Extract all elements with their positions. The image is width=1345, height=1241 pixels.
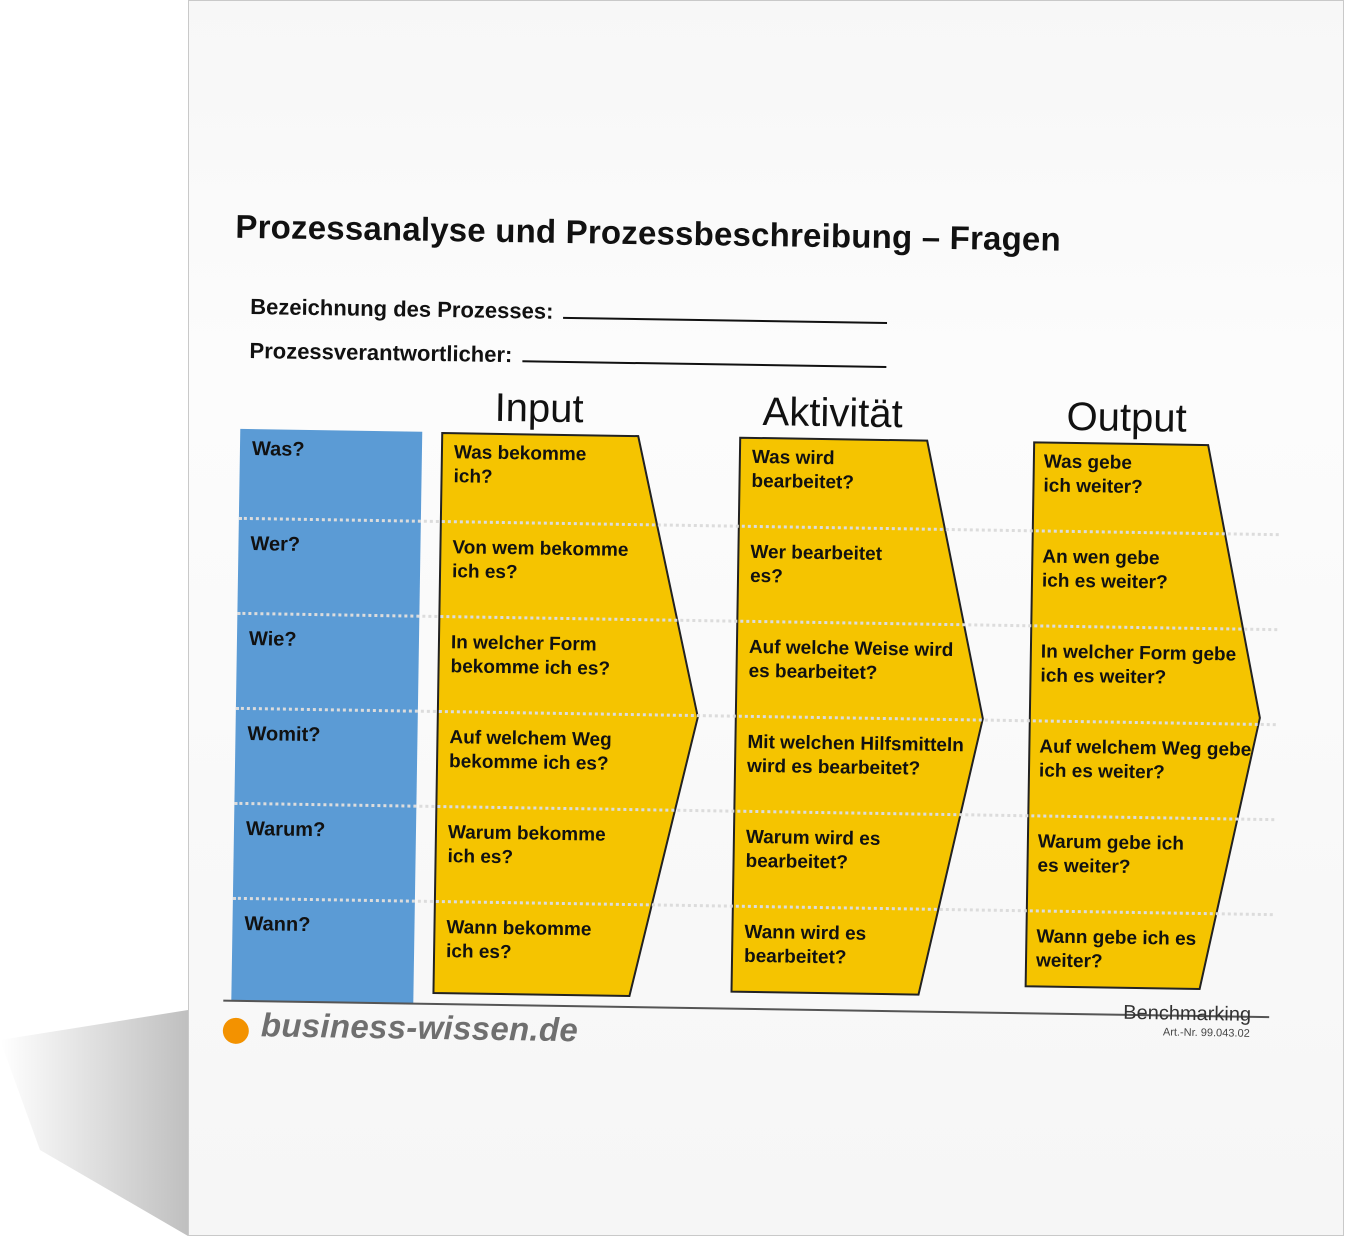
output-cell: In welcher Form gebe ich es weiter? — [1040, 641, 1237, 689]
output-cell: Warum gebe ich es weiter? — [1037, 831, 1185, 878]
document-sheet: Prozessanalyse und Prozessbeschreibung –… — [188, 0, 1344, 1236]
activity-cell: Warum wird es bearbeitet? — [745, 826, 881, 874]
article-number: Art.-Nr. 99.043.02 — [1162, 1026, 1250, 1040]
question-label: Wer? — [250, 533, 301, 556]
chevron-diagram — [432, 432, 1261, 998]
question-label: Wie? — [248, 628, 297, 651]
input-cell: In welcher Form bekomme ich es? — [450, 632, 611, 680]
output-cell: Was gebe ich weiter? — [1043, 451, 1143, 499]
chevron-activity — [730, 436, 984, 996]
input-cell: Was bekomme ich? — [453, 442, 587, 488]
input-cell: Von wem bekomme ich es? — [451, 537, 629, 584]
logo-text: business-wissen.de — [260, 1006, 579, 1049]
category-label: Benchmarking — [1123, 1001, 1252, 1026]
chevron-input — [432, 432, 699, 998]
chevron-output — [1024, 441, 1261, 991]
question-label: Womit? — [247, 723, 321, 747]
activity-cell: Was wird bearbeitet? — [751, 446, 855, 494]
question-label: Warum? — [245, 817, 326, 842]
document-content: Prozessanalyse und Prozessbeschreibung –… — [189, 1, 1343, 1235]
activity-cell: Wer bearbeitet es? — [749, 541, 883, 588]
input-cell: Auf welchem Weg bekomme ich es? — [448, 727, 612, 775]
output-cell: An wen gebe ich es weiter? — [1041, 546, 1168, 594]
question-label: Was? — [251, 438, 305, 461]
output-cell: Wann gebe ich es weiter? — [1035, 926, 1197, 973]
activity-cell: Wann wird es bearbeitet? — [743, 921, 867, 969]
activity-cell: Auf welche Weise wird es bearbeitet? — [748, 636, 954, 684]
question-label: Wann? — [244, 912, 311, 937]
activity-cell: Mit welchen Hilfsmitteln wird es bearbei… — [746, 731, 964, 780]
output-cell: Auf welchem Weg gebe ich es weiter? — [1038, 736, 1252, 784]
input-cell: Warum bekomme ich es? — [447, 822, 606, 869]
input-cell: Wann bekomme ich es? — [445, 917, 592, 964]
